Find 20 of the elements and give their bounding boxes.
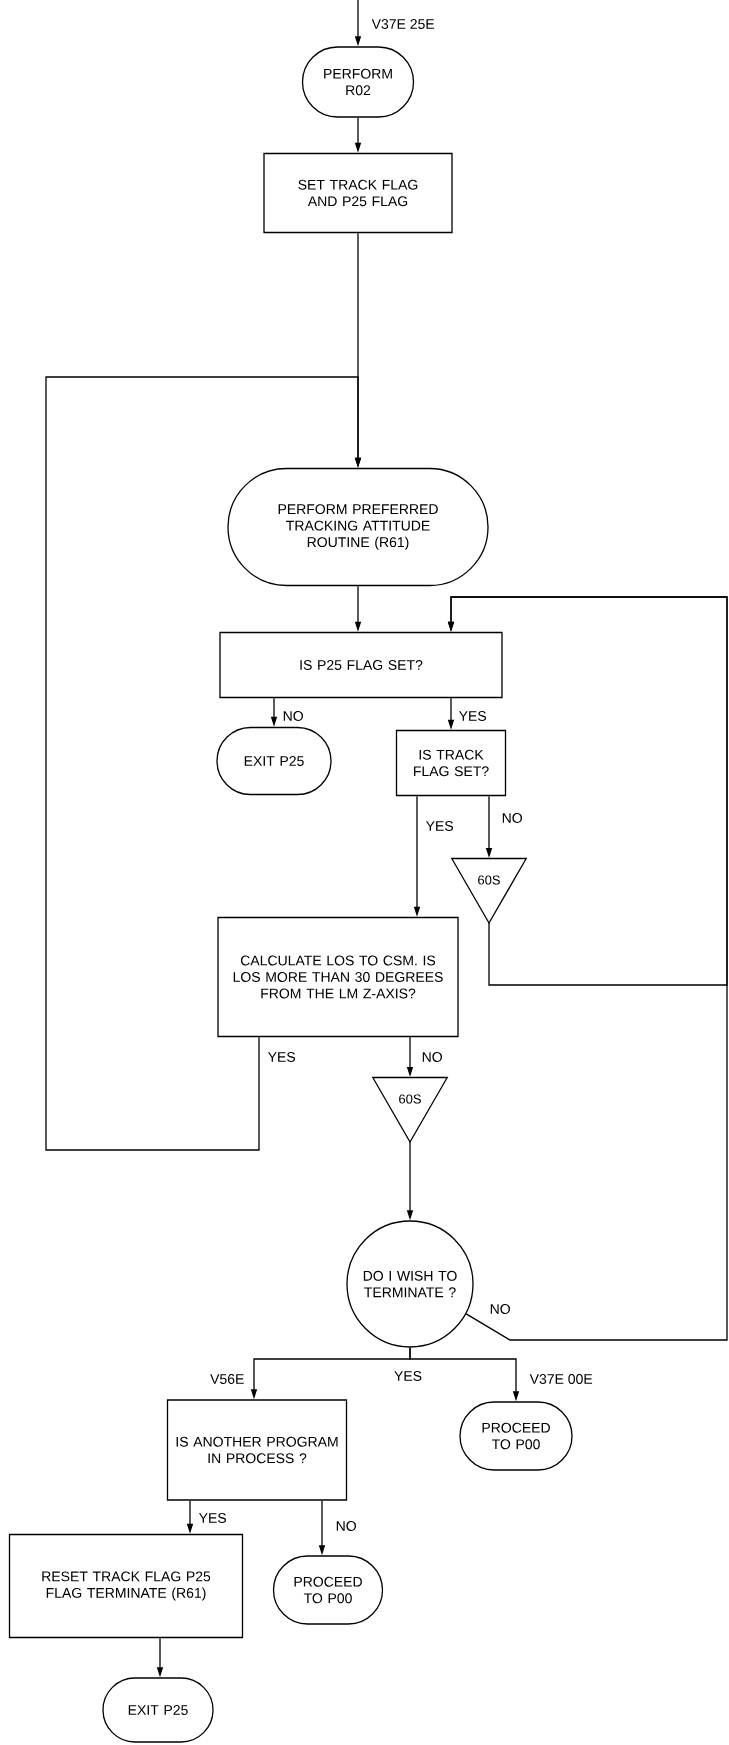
decision-box: CALCULATE LOS TO CSM. IS LOS MORE THAN 30 DEGREES FROM THE LM Z-AXIS? <box>217 916 459 1038</box>
edge-label: NO <box>281 710 305 722</box>
edge-label: V37E 25E <box>370 18 436 30</box>
decision-box: IS ANOTHER PROGRAM IN PROCESS ? <box>166 1399 348 1501</box>
process-box: SET TRACK FLAG AND P25 FLAG <box>263 152 453 234</box>
branch-label: YES <box>393 1370 423 1382</box>
decision-box: IS P25 FLAG SET? <box>219 631 503 699</box>
edge-label: NO <box>334 1520 358 1532</box>
arrow <box>45 376 362 1151</box>
edge-label: NO <box>488 1303 512 1315</box>
edge-label: V37E 00E <box>528 1373 594 1385</box>
process-box: RESET TRACK FLAG P25 FLAG TERMINATE (R61) <box>8 1533 244 1639</box>
edge-label: NO <box>500 812 524 824</box>
edge-label: YES <box>457 710 488 722</box>
edge-label: NO <box>420 1051 444 1063</box>
edge-label: YES <box>197 1512 228 1524</box>
edge-label: YES <box>424 820 455 832</box>
edge-label: YES <box>266 1051 297 1063</box>
edge-label: V56E <box>209 1373 246 1385</box>
decision-box: IS TRACK FLAG SET? <box>395 729 507 797</box>
